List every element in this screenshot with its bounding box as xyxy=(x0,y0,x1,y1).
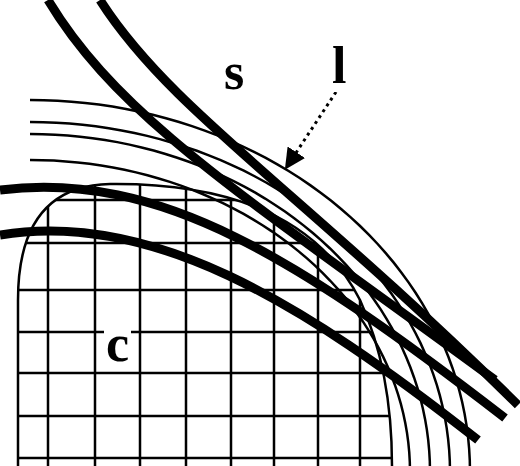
grid xyxy=(0,150,400,466)
core-label: c xyxy=(104,318,131,370)
leader-arrow xyxy=(286,92,336,168)
shell-label: s xyxy=(222,46,246,98)
line-label: l xyxy=(330,40,348,92)
thick-bands xyxy=(0,0,518,440)
